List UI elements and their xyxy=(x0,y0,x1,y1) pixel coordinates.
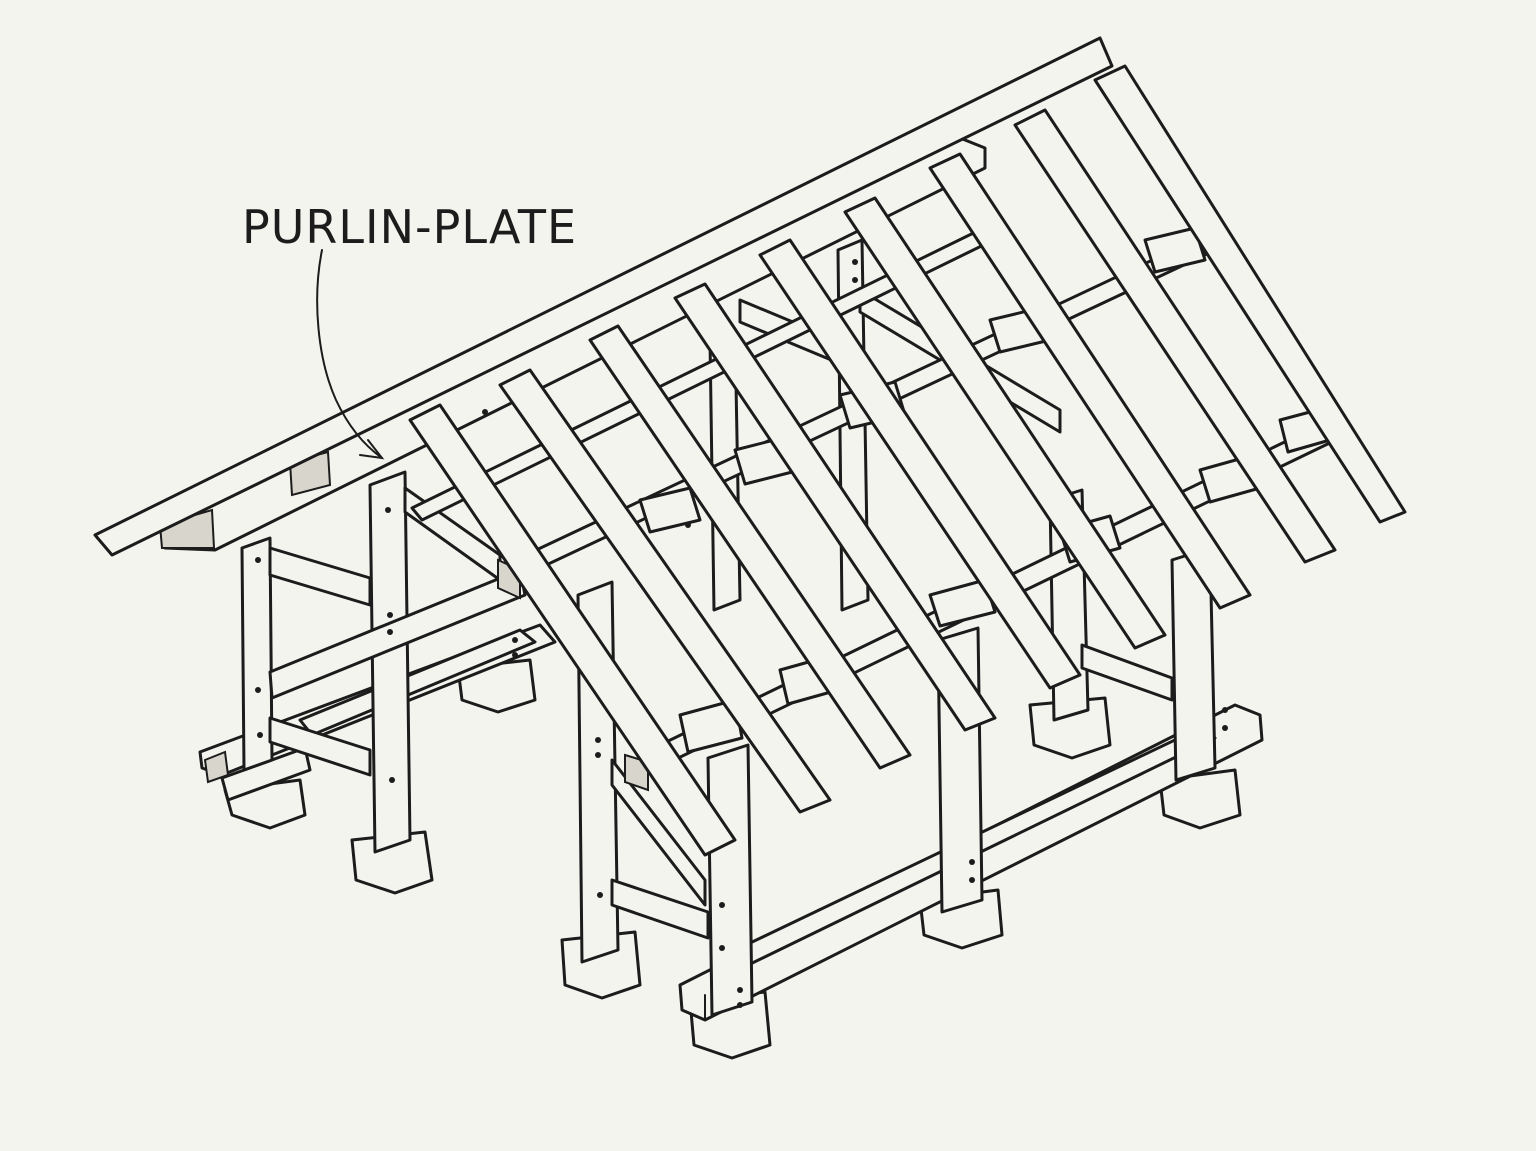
rafter-1 xyxy=(408,403,737,857)
girts xyxy=(268,546,1174,940)
brace-front xyxy=(610,758,707,907)
rafters xyxy=(408,64,1407,857)
post-front-left xyxy=(240,536,274,772)
girt-mid-long xyxy=(268,568,527,700)
block-6 xyxy=(928,578,997,628)
post-front-right xyxy=(706,743,754,1017)
rafter-5 xyxy=(758,238,1082,690)
block-5 xyxy=(1143,226,1207,274)
block-11 xyxy=(678,698,744,754)
rafter-3 xyxy=(588,324,912,770)
post-front-mid xyxy=(368,470,412,854)
block-1 xyxy=(638,486,702,534)
callout-leader-line xyxy=(316,249,383,459)
callout-arrowhead xyxy=(359,439,385,460)
rafter-4 xyxy=(673,282,997,732)
girt-front-lower xyxy=(610,878,710,940)
rafter-8 xyxy=(1013,108,1337,564)
rafter-7 xyxy=(928,152,1252,610)
footing-front-mid xyxy=(350,830,434,895)
sill-left-lower xyxy=(220,746,312,802)
purlin-plate-label: PURLIN-PLATE xyxy=(242,200,577,254)
footing-back-center xyxy=(1028,696,1112,760)
footing-back-right xyxy=(1158,768,1242,830)
girt-right-lower xyxy=(1080,643,1174,702)
rafter-9 xyxy=(1093,64,1407,524)
roof-edge-board xyxy=(93,36,1114,557)
purlin-blocks xyxy=(638,226,1332,754)
pegs xyxy=(255,259,1228,1008)
rafter-2 xyxy=(498,368,832,814)
girt-left-upper xyxy=(268,546,372,607)
rafter-6 xyxy=(843,196,1167,650)
girt-left-lower xyxy=(268,716,372,777)
